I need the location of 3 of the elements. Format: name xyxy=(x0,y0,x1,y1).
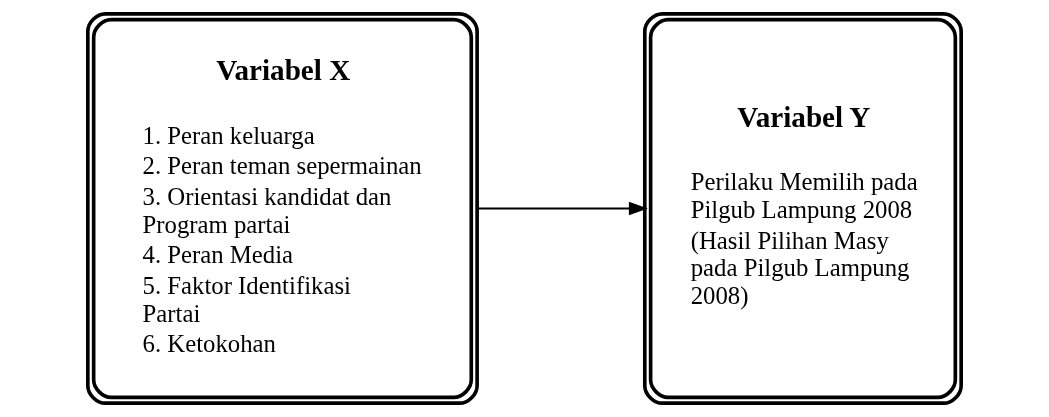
arrow xyxy=(477,201,648,216)
node-box: Variabel X 1. Peran keluarga 2. Peran teman sepermainan 3. Orientasi kandidat dan Program partai 4. Peran Media 5. Faktor Identifikasi Partai 6. Ketokohan xyxy=(86,12,479,405)
node-box: Variabel Y Perilaku Memilih pada Pilgub Lampung 2008 (Hasil Pilihan Masy pada Pilgub Lampung 2008) xyxy=(642,12,963,405)
